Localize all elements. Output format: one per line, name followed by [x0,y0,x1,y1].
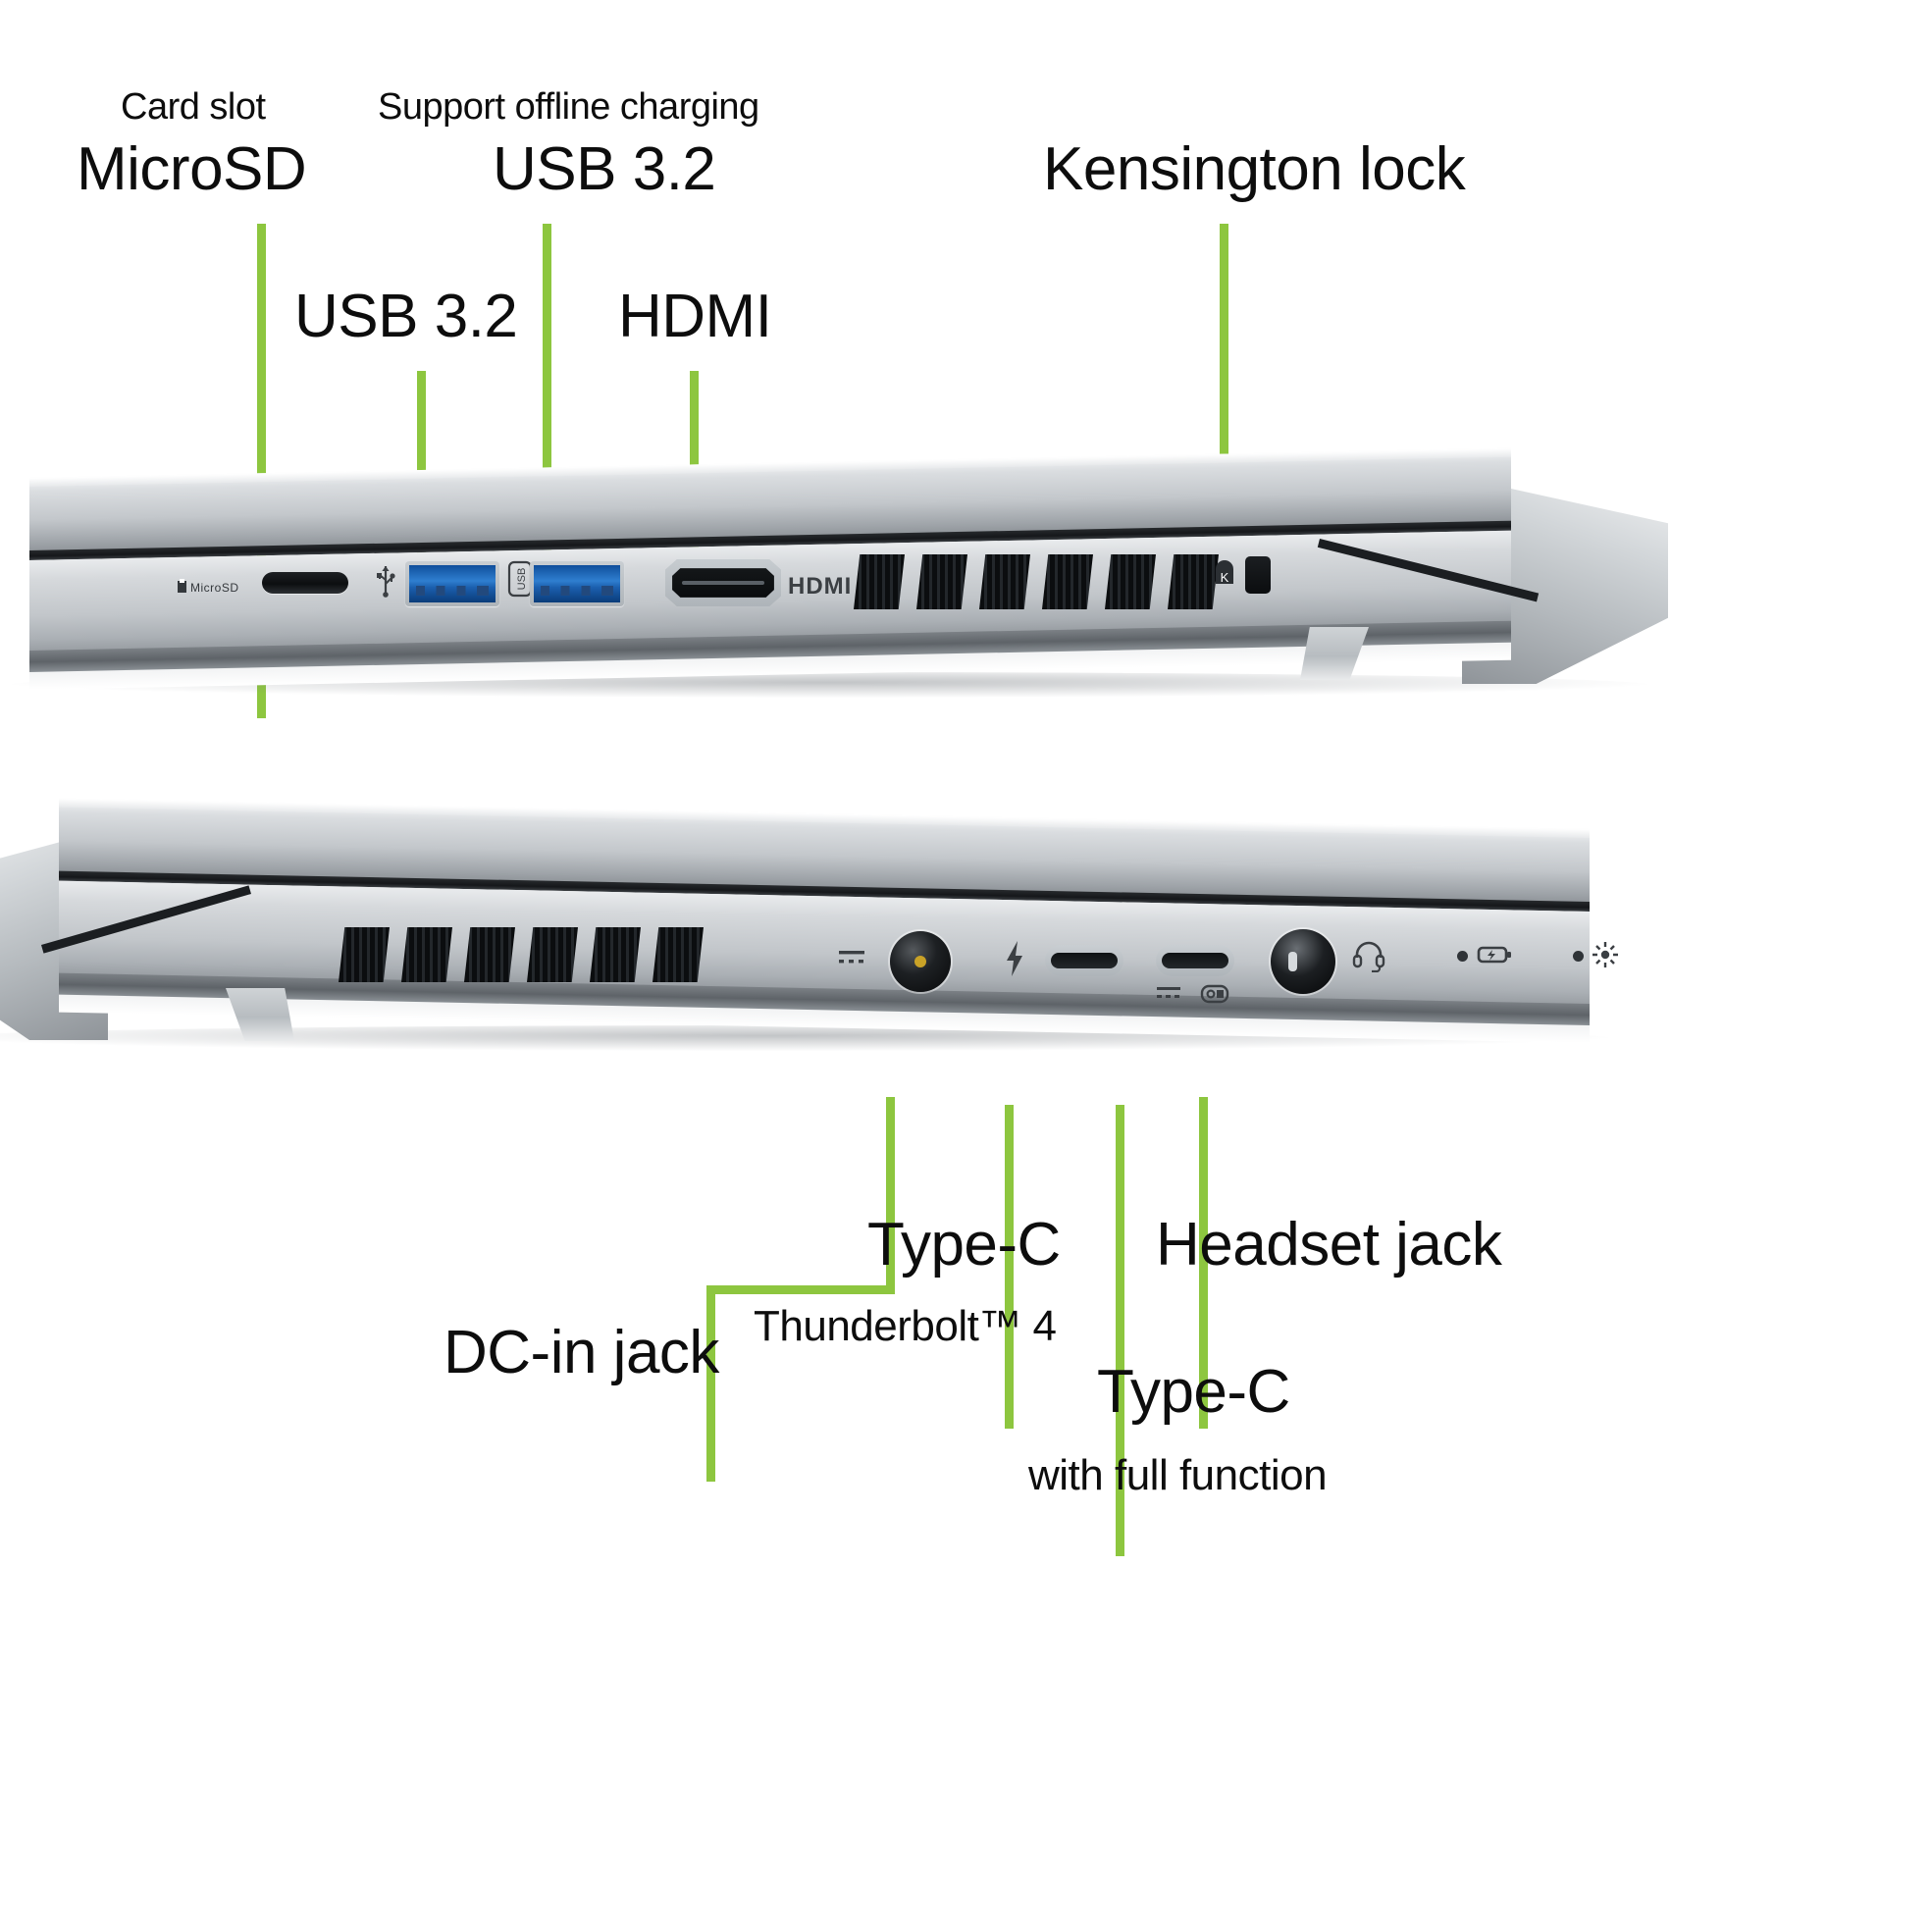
callout-sub-card-slot: Card slot [121,86,266,128]
vent-slot [590,927,641,982]
vent-group-left-side [854,554,1219,609]
usb-a-port-2[interactable] [530,561,624,606]
hdmi-port[interactable] [665,559,781,606]
vent-slot [1168,554,1219,609]
chassis-lid-top-edge [29,447,1511,487]
callout-label-dc-in-jack: DC-in jack [444,1319,719,1386]
callout-label-typec-full: Type-C [1097,1358,1290,1426]
thunderbolt-bolt-icon [1003,939,1026,978]
laptop-left-side-chassis: MicroSD USB HDMI [10,447,1668,698]
power-light-icon [1592,941,1619,968]
usb-a-port-1[interactable] [405,561,499,606]
hdmi-silkscreen-label: HDMI [788,573,853,600]
vent-slot [979,554,1030,609]
usb-trident-icon [375,564,396,598]
svg-text:K: K [1221,570,1229,585]
callout-label-hdmi: HDMI [618,283,772,350]
vent-group-right-side [339,927,704,982]
callout-sub-thunderbolt4: Thunderbolt™ 4 [754,1302,1057,1350]
vent-slot [1105,554,1156,609]
dc-in-silkscreen-icon [837,947,870,968]
leader-line-dc-in-horizontal [706,1285,895,1294]
headset-jack-port[interactable] [1271,929,1335,994]
vent-slot [1042,554,1093,609]
leader-line-type-c-full [1116,1105,1124,1556]
dc-in-secondary-silkscreen-icon [1156,986,1189,1002]
microsd-silkscreen-label: MicroSD [177,578,275,596]
laptop-right-side-chassis [0,798,1618,1051]
chassis-foot-right [1300,627,1369,680]
vent-slot [464,927,515,982]
vent-slot [653,927,704,982]
leader-line-thunderbolt [1005,1105,1014,1429]
display-out-silkscreen-icon [1200,982,1229,1006]
chassis-lid-top-edge [59,798,1590,838]
vent-slot [401,927,452,982]
vent-slot [854,554,905,609]
type-c-full-function-port[interactable] [1156,945,1234,976]
callout-label-kensington: Kensington lock [1043,135,1466,203]
thunderbolt4-type-c-port[interactable] [1045,945,1123,976]
leader-line-dc-in-vertical [886,1097,895,1293]
kensington-silkscreen-icon: K [1214,560,1235,586]
dc-in-jack-port[interactable] [890,931,951,992]
kensington-lock-slot[interactable] [1245,556,1271,594]
callout-label-thunderbolt-typec: Type-C [867,1211,1061,1279]
vent-slot [916,554,967,609]
svg-text:USB: USB [516,568,528,591]
callout-label-microsd: MicroSD [77,135,307,203]
battery-charge-icon [1477,943,1512,966]
callout-label-headset-jack: Headset jack [1156,1211,1502,1279]
callout-label-usb32-left: USB 3.2 [294,283,518,350]
leader-line-headset [1199,1097,1208,1429]
callout-sub-with-full-function: with full function [1028,1451,1328,1499]
leader-line-dc-in-drop [706,1285,715,1482]
vent-slot [527,927,578,982]
leader-line-kensington [1220,224,1228,595]
headset-icon [1352,939,1385,972]
power-indicator-led [1573,951,1584,962]
microsd-card-slot[interactable] [262,572,348,594]
leader-line-microsd [257,224,266,718]
leader-line-usb32-right [543,224,551,599]
svg-text:MicroSD: MicroSD [190,581,239,595]
callout-sub-offline-charging: Support offline charging [378,86,759,128]
vent-slot [339,927,390,982]
battery-indicator-led [1457,951,1468,962]
callout-label-usb32-right: USB 3.2 [493,135,716,203]
